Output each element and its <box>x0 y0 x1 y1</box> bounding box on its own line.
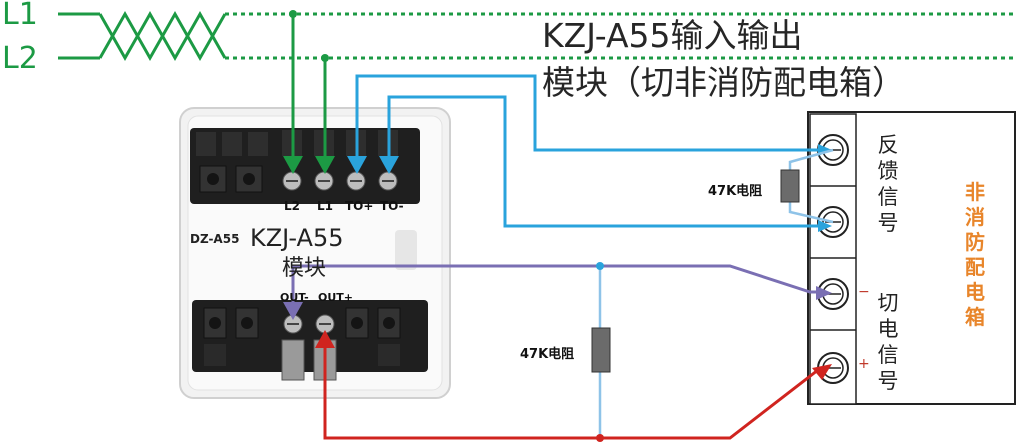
power-lines <box>58 10 1015 62</box>
model-code-small: DZ-A55 <box>190 232 240 246</box>
twist-b <box>98 10 227 62</box>
plus-sign: + <box>858 356 870 372</box>
module-body <box>179 107 451 399</box>
terminal-label-out-minus: OUT- <box>280 291 309 304</box>
out-minus-wire <box>283 264 832 320</box>
terminal-label-to-plus: TO+ <box>345 199 374 213</box>
power-drops <box>283 10 335 174</box>
terminal-label-l2: L2 <box>284 199 300 213</box>
minus-sign: − <box>858 284 870 300</box>
feedback-wires <box>347 74 832 232</box>
module-name: 模块 <box>282 256 327 281</box>
model-code-large: KZJ-A55 <box>250 224 344 252</box>
bottom-terminal-block <box>192 300 428 381</box>
to-plus-wire <box>355 74 818 160</box>
output-resistor <box>591 262 611 442</box>
cut-signal-label: 切电信号 <box>877 291 899 393</box>
terminal-label-l1: L1 <box>317 199 333 213</box>
feedback-resistor <box>780 148 834 224</box>
panel-title: 非消防配电箱 <box>965 180 985 329</box>
l1-label: L1 <box>2 0 38 32</box>
feedback-signal-label: 反馈信号 <box>877 133 899 235</box>
top-terminal-block <box>190 128 420 204</box>
distribution-panel <box>807 111 1016 405</box>
to-minus-wire <box>387 95 818 228</box>
title-line-1: KZJ-A55输入输出 <box>542 16 803 55</box>
feedback-resistor-label: 47K电阻 <box>708 184 763 199</box>
l2-label: L2 <box>2 41 38 76</box>
terminal-label-to-minus: TO- <box>380 199 404 213</box>
title-line-2: 模块（切非消防配电箱） <box>542 63 905 102</box>
terminal-label-out-plus: OUT+ <box>318 291 354 304</box>
output-resistor-label: 47K电阻 <box>520 347 575 362</box>
